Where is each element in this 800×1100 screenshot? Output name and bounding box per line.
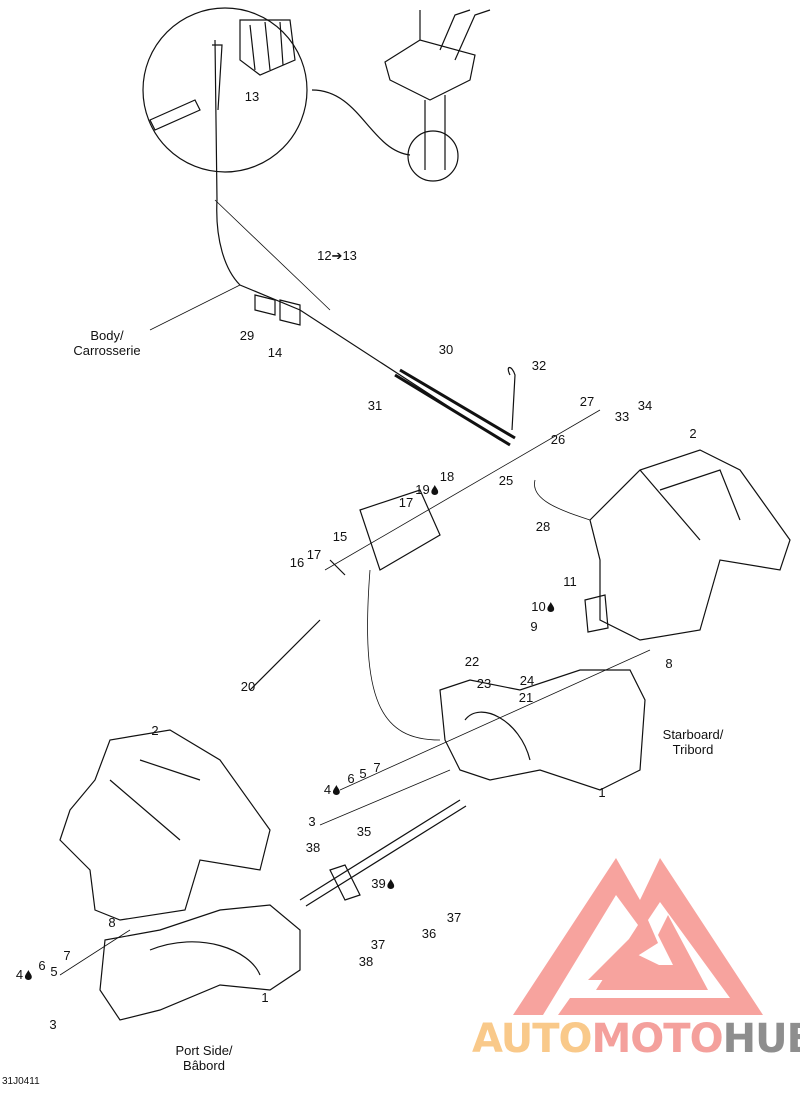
callout-with-grease: 4 bbox=[323, 782, 341, 797]
throttle-base-detail bbox=[239, 19, 296, 76]
callout-with-grease: 39 bbox=[371, 876, 395, 891]
callout: 5 bbox=[359, 766, 367, 781]
callout: 38 bbox=[358, 954, 374, 969]
callout: 3 bbox=[49, 1017, 57, 1032]
pin-axis bbox=[324, 409, 601, 571]
callout: 2 bbox=[689, 426, 697, 441]
callout: 3 bbox=[308, 814, 316, 829]
watermark-hub: HUB bbox=[722, 1016, 800, 1062]
callout: 15 bbox=[332, 529, 348, 544]
callout: 26 bbox=[550, 432, 566, 447]
watermark-moto: MOTO bbox=[591, 1016, 724, 1062]
callout: 7 bbox=[63, 948, 71, 963]
callout: 36 bbox=[421, 926, 437, 941]
callout: 37 bbox=[370, 937, 386, 952]
callout-number: 10 bbox=[531, 599, 546, 614]
callout: 21 bbox=[518, 690, 534, 705]
grease-drop-icon bbox=[431, 485, 439, 495]
callout: 27 bbox=[579, 394, 595, 409]
lever-and-pin bbox=[249, 489, 441, 691]
detail-magnifier-circle bbox=[142, 7, 308, 173]
cable-end-detail bbox=[212, 39, 223, 201]
callout: 37 bbox=[446, 910, 462, 925]
leader-curve-2 bbox=[367, 569, 441, 741]
callout-with-grease: 10 bbox=[531, 599, 555, 614]
callout: 17 bbox=[306, 547, 322, 562]
callout: 29 bbox=[239, 328, 255, 343]
grease-drop-icon bbox=[333, 785, 341, 795]
callout: 18 bbox=[439, 469, 455, 484]
caption-text: Port Side/ Bâbord bbox=[175, 1043, 233, 1073]
callout: 1 bbox=[261, 990, 269, 1005]
bolt-axes bbox=[59, 649, 651, 976]
callout: 6 bbox=[38, 958, 46, 973]
callout: 38 bbox=[305, 840, 321, 855]
grease-drop-icon bbox=[387, 879, 395, 889]
callout: 20 bbox=[240, 679, 256, 694]
callout: 7 bbox=[373, 760, 381, 775]
callout: 24 bbox=[519, 673, 535, 688]
bracket-starboard bbox=[589, 449, 791, 641]
grease-drop-icon bbox=[25, 970, 33, 980]
callout: 13 bbox=[244, 89, 260, 104]
cable-boot bbox=[394, 368, 516, 447]
tie-bar bbox=[299, 799, 467, 907]
callout: 31 bbox=[367, 398, 383, 413]
callout: 22 bbox=[464, 654, 480, 669]
callout-number: 4 bbox=[323, 782, 332, 797]
callout-number: 4 bbox=[15, 967, 24, 982]
callout: 16 bbox=[289, 555, 305, 570]
caption-port: Port Side/ Bâbord bbox=[175, 1043, 232, 1073]
throttle-lever-assembly bbox=[384, 9, 491, 170]
callout: 9 bbox=[530, 619, 538, 634]
grease-drop-icon bbox=[547, 602, 555, 612]
callout-number: 39 bbox=[371, 876, 386, 891]
callout-with-grease: 4 bbox=[15, 967, 33, 982]
callout: 23 bbox=[476, 676, 492, 691]
cotter-pin bbox=[507, 366, 516, 431]
callout: 34 bbox=[637, 398, 653, 413]
callout: 5 bbox=[50, 964, 58, 979]
callout: 35 bbox=[356, 824, 372, 839]
clip-detail bbox=[149, 99, 201, 131]
callout: 1 bbox=[598, 785, 606, 800]
callout: 8 bbox=[665, 656, 673, 671]
callout: 8 bbox=[108, 915, 116, 930]
callout: 14 bbox=[267, 345, 283, 360]
callout: 11 bbox=[563, 574, 577, 589]
callout: 17 bbox=[398, 495, 414, 510]
nozzle-port bbox=[99, 904, 301, 1021]
callout: 32 bbox=[531, 358, 547, 373]
callout: 28 bbox=[535, 519, 551, 534]
callout: 2 bbox=[151, 723, 159, 738]
watermark-text: AUTOMOTOHUB bbox=[472, 1016, 800, 1062]
caption-body: Body/ Carrosserie bbox=[73, 328, 140, 358]
nuts bbox=[254, 294, 301, 326]
callout-with-grease: 19 bbox=[415, 482, 439, 497]
caption-text: Starboard/ Tribord bbox=[662, 727, 724, 757]
watermark-auto: AUTO bbox=[472, 1016, 592, 1062]
callout: 30 bbox=[438, 342, 454, 357]
nozzle-starboard bbox=[439, 669, 646, 791]
detail-source-circle bbox=[407, 130, 459, 182]
caption-starboard: Starboard/ Tribord bbox=[663, 727, 724, 757]
callout: 25 bbox=[498, 473, 514, 488]
bracket-port bbox=[59, 729, 271, 921]
callout: 33 bbox=[614, 409, 630, 424]
watermark-logo-icon bbox=[513, 858, 763, 1015]
diagram-code: 31J0411 bbox=[2, 1076, 40, 1087]
callout-number: 19 bbox=[415, 482, 430, 497]
plate-11 bbox=[584, 594, 609, 633]
callout: 6 bbox=[347, 771, 355, 786]
callout: 12➔13 bbox=[317, 248, 357, 263]
leader-curve bbox=[311, 89, 411, 156]
leader-curve-3 bbox=[534, 479, 591, 521]
caption-text: Body/ Carrosserie bbox=[73, 328, 141, 358]
leader-lines bbox=[149, 199, 331, 331]
